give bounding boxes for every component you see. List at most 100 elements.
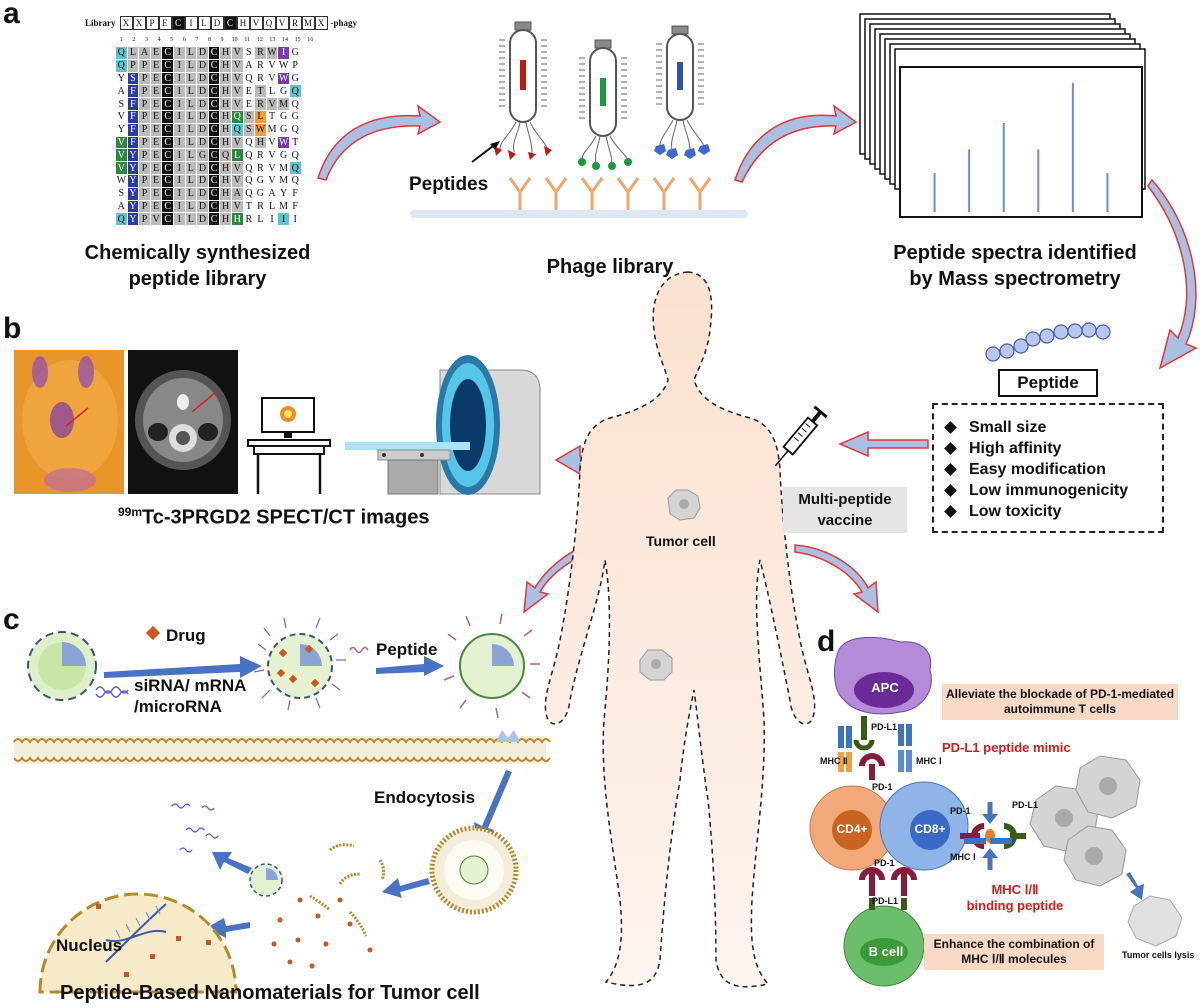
antibody-row xyxy=(508,177,712,210)
library-cell: I xyxy=(172,122,186,137)
library-cell: D xyxy=(196,109,209,124)
apc-nucleus xyxy=(854,672,914,708)
library-cell: Q xyxy=(288,122,302,137)
body-tumor-cell-abdomen xyxy=(639,649,673,681)
library-cell: G xyxy=(288,109,302,124)
library-cell: H xyxy=(230,212,244,227)
diamond-bullet-icon xyxy=(944,463,957,476)
library-cell: C xyxy=(207,46,221,60)
library-cell: W xyxy=(265,46,279,60)
cd8-label: CD8+ xyxy=(914,822,946,836)
library-cell: D xyxy=(196,199,209,214)
library-cell: L xyxy=(254,212,267,227)
library-cell: L xyxy=(184,135,198,150)
library-header-cell: L xyxy=(197,16,211,30)
library-cell: H xyxy=(254,135,267,150)
column-number: 7 xyxy=(195,37,199,43)
library-cell: S xyxy=(126,71,140,86)
library-cell: D xyxy=(196,122,209,137)
library-cell: P xyxy=(138,135,151,150)
bcell-label: B cell xyxy=(868,944,904,959)
library-cell: Y xyxy=(115,122,128,137)
library-cell: Q xyxy=(288,148,302,163)
library-cell: H xyxy=(219,122,232,137)
library-cell: C xyxy=(161,97,174,111)
library-header-cell: X xyxy=(132,16,146,30)
library-cell: C xyxy=(161,122,174,137)
pdl1-mimic-label: PD-L1 peptide mimic xyxy=(942,740,1071,755)
library-cell: G xyxy=(277,84,290,99)
library-cell: C xyxy=(207,173,221,188)
info-box-mhc-line1: Enhance the combination of xyxy=(933,937,1095,951)
pdl1-label-2: PD-L1 xyxy=(1012,800,1039,810)
library-cell: I xyxy=(288,212,302,227)
library-cell: A xyxy=(138,46,151,60)
library-cell: C xyxy=(161,161,174,175)
library-prefix: Library xyxy=(85,18,116,28)
dna-icon xyxy=(105,903,167,963)
library-cell: V xyxy=(149,212,163,227)
property-label: High affinity xyxy=(969,440,1062,457)
library-cell: Y xyxy=(277,186,290,201)
library-cell: Q xyxy=(242,161,256,175)
arrow-phage-to-massspec xyxy=(734,104,858,183)
library-cell: R xyxy=(242,212,256,227)
library-cell: Y xyxy=(115,71,128,86)
library-cell: Q xyxy=(230,109,244,124)
library-cell: L xyxy=(184,46,198,60)
library-cell: E xyxy=(242,84,256,99)
arrow-peptide-to-body xyxy=(838,430,929,458)
column-number: 1 xyxy=(119,37,123,43)
library-cell: C xyxy=(207,135,221,150)
library-cell: T xyxy=(242,199,256,214)
library-cell: I xyxy=(172,212,186,227)
library-cell: H xyxy=(219,135,232,150)
library-cell: V xyxy=(115,135,128,150)
library-cell: P xyxy=(138,148,151,163)
info-box-pd1: Alleviate the blockade of PD-1-mediated … xyxy=(942,684,1178,720)
library-cell: H xyxy=(219,109,232,124)
caption-nanomaterials: Peptide-Based Nanomaterials for Tumor ce… xyxy=(60,982,480,1004)
library-cell: V xyxy=(265,97,279,111)
immune-synapse-illustration xyxy=(809,636,1183,987)
library-cell: G xyxy=(288,46,302,60)
microrna-label: /microRNA xyxy=(134,697,222,716)
library-cell: A xyxy=(265,186,279,201)
panel-letter-d: d xyxy=(817,625,836,658)
spectrum-peaks xyxy=(933,82,1109,212)
library-cell: E xyxy=(149,148,163,163)
info-box-mhc-line2: MHC Ⅰ/Ⅱ molecules xyxy=(961,952,1067,966)
library-cell: F xyxy=(126,122,140,137)
mhc2-label: MHC Ⅱ xyxy=(820,756,848,766)
library-cell: D xyxy=(196,71,209,86)
library-cell: P xyxy=(288,58,302,73)
library-cell: E xyxy=(149,135,163,150)
library-header-cell: Q xyxy=(262,16,276,30)
library-cell: A xyxy=(242,58,256,73)
library-cell: Q xyxy=(230,122,244,137)
library-cell: T xyxy=(265,109,279,124)
library-cell: D xyxy=(196,84,209,99)
library-cell: E xyxy=(149,173,163,188)
library-cell: V xyxy=(265,71,279,86)
library-cell: C xyxy=(207,97,221,111)
library-cell: E xyxy=(149,186,163,201)
library-header-cell: R xyxy=(288,16,302,30)
library-cell: A xyxy=(115,199,128,214)
library-header-cell: X xyxy=(314,16,328,30)
library-cell: T xyxy=(288,135,302,150)
library-cell: R xyxy=(254,161,267,175)
caption-spect: 99mTc-3PRGD2 SPECT/CT images xyxy=(118,505,430,530)
library-cell: I xyxy=(172,148,186,163)
library-cell: V xyxy=(230,71,244,86)
column-number: 4 xyxy=(157,37,161,43)
phage-blue xyxy=(654,25,710,159)
library-cell: M xyxy=(277,97,290,111)
